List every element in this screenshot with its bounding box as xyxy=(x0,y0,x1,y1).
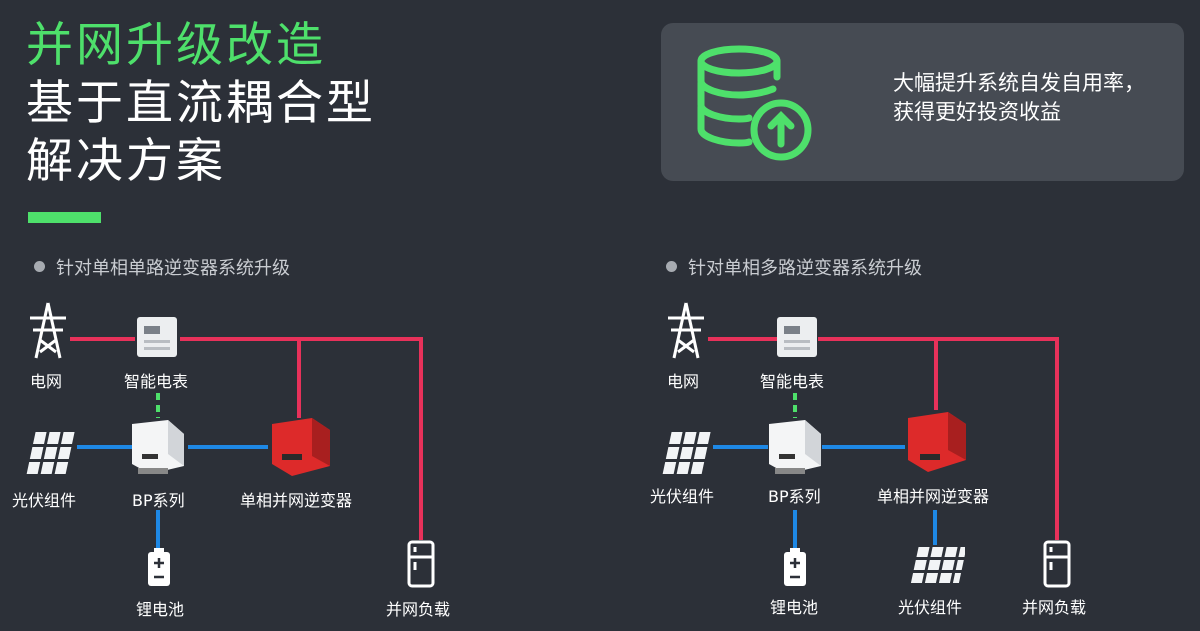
left-ac-line xyxy=(70,337,423,540)
battery-icon xyxy=(784,548,806,586)
right-inverter-label: 单相并网逆变器 xyxy=(877,487,990,506)
bp-inverter-icon xyxy=(132,420,184,474)
right-ac-line xyxy=(708,337,1059,540)
right-dc-line xyxy=(713,445,937,548)
title-accent-bar xyxy=(28,212,101,223)
right-section-heading: 针对单相多路逆变器系统升级 xyxy=(666,254,922,280)
refrigerator-icon xyxy=(407,540,435,588)
right-bp-label: BP系列 xyxy=(768,487,821,506)
power-tower-icon xyxy=(30,302,66,359)
smart-meter-icon xyxy=(137,317,177,357)
bullet-dot-icon xyxy=(34,261,45,272)
left-grid-label: 电网 xyxy=(30,372,63,391)
left-bp-label: BP系列 xyxy=(132,491,185,510)
left-section-heading: 针对单相单路逆变器系统升级 xyxy=(34,254,290,280)
right-load-label: 并网负载 xyxy=(1022,598,1087,617)
right-pv2-label: 光伏组件 xyxy=(898,598,963,617)
left-dc-line xyxy=(77,445,268,548)
solar-panel-icon xyxy=(910,547,965,583)
title-line-3: 解决方案 xyxy=(26,134,226,189)
bullet-dot-icon xyxy=(666,261,677,272)
feature-text: 大幅提升系统自发自用率，获得更好投资收益 xyxy=(893,71,1145,124)
right-battery-label: 锂电池 xyxy=(770,598,819,617)
right-grid-label: 电网 xyxy=(667,372,700,391)
feature-card: 大幅提升系统自发自用率，获得更好投资收益 xyxy=(661,23,1184,181)
database-upload-icon xyxy=(697,45,812,161)
left-load-label: 并网负载 xyxy=(386,600,451,619)
left-pv-label: 光伏组件 xyxy=(12,491,77,510)
solar-panel-icon xyxy=(26,432,75,474)
left-heading-text: 针对单相单路逆变器系统升级 xyxy=(56,258,290,279)
smart-meter-icon xyxy=(777,317,817,357)
right-pv-label: 光伏组件 xyxy=(650,487,715,506)
left-inverter-label: 单相并网逆变器 xyxy=(240,491,353,510)
refrigerator-icon xyxy=(1043,540,1071,588)
left-meter-label: 智能电表 xyxy=(124,372,189,391)
right-heading-text: 针对单相多路逆变器系统升级 xyxy=(688,258,922,279)
bp-inverter-icon xyxy=(769,420,821,474)
power-tower-icon xyxy=(668,302,704,359)
right-meter-label: 智能电表 xyxy=(760,372,825,391)
battery-icon xyxy=(148,548,170,586)
solar-panel-icon xyxy=(662,432,711,474)
title-line-1: 并网升级改造 xyxy=(26,18,326,73)
title-line-2: 基于直流耦合型 xyxy=(26,76,376,131)
grid-inverter-icon xyxy=(272,418,330,476)
left-battery-label: 锂电池 xyxy=(136,600,185,619)
grid-inverter-icon xyxy=(908,412,966,472)
